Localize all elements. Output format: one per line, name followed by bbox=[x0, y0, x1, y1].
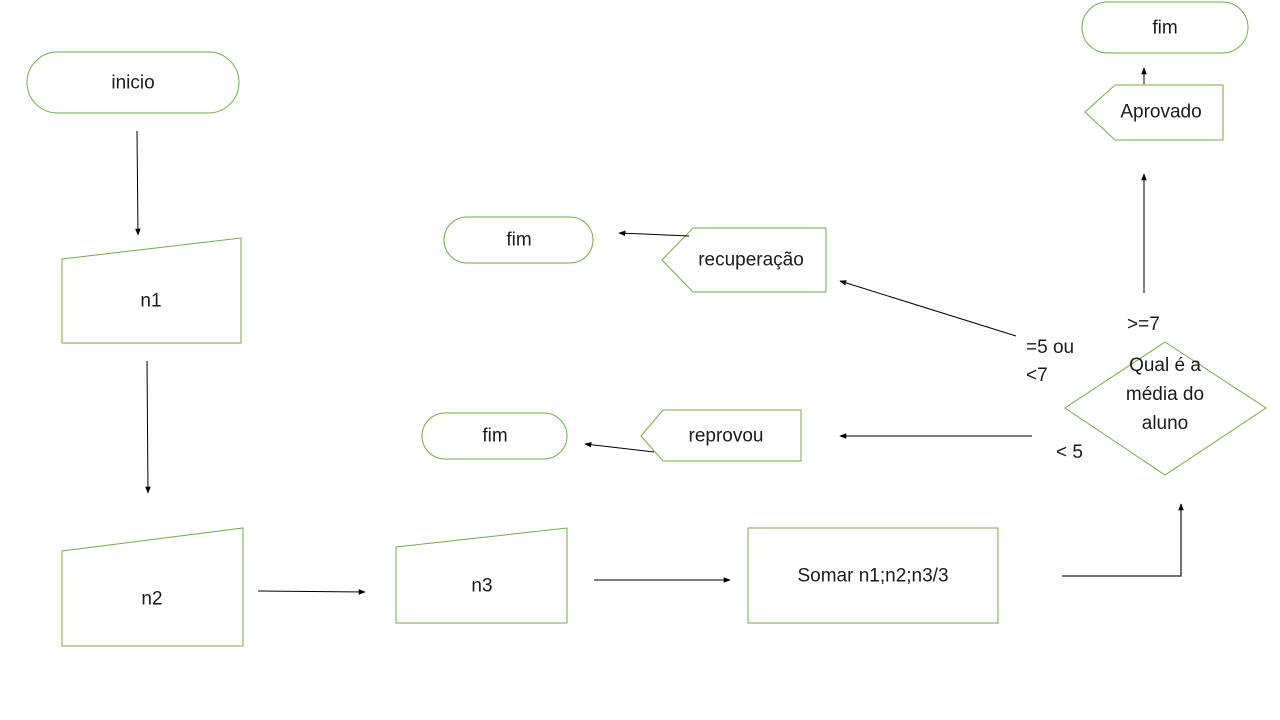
decision-label: Qual é a média do aluno bbox=[1125, 355, 1205, 434]
input-n1-shape bbox=[61, 237, 242, 344]
input-n2-label: n2 bbox=[141, 588, 163, 610]
end-terminal-top bbox=[1081, 1, 1249, 54]
input-n3-shape bbox=[395, 527, 568, 624]
edge-label-approved: >=7 bbox=[1127, 314, 1160, 335]
arrow-somar-to-decision bbox=[1062, 503, 1184, 577]
end-recuperacao-label: fim bbox=[506, 229, 532, 251]
end-reprovou-label: fim bbox=[482, 425, 508, 447]
input-n1-label: n1 bbox=[140, 290, 162, 312]
display-reprovou-label: reprovou bbox=[688, 425, 764, 447]
display-aprovado-shape bbox=[1084, 84, 1224, 141]
process-sum-label: Somar n1;n2;n3/3 bbox=[797, 565, 949, 587]
start-terminal bbox=[26, 51, 240, 114]
process-sum-shape bbox=[747, 527, 999, 624]
arrow-recuperacao-to-fim bbox=[618, 230, 690, 237]
display-reprovou-shape bbox=[640, 409, 802, 462]
start-label: inicio bbox=[111, 72, 155, 94]
arrow-reprovou-to-fim bbox=[584, 441, 655, 453]
arrow-n2-to-n3 bbox=[257, 589, 366, 595]
arrow-n1-to-n2 bbox=[145, 360, 151, 494]
end-top-label: fim bbox=[1152, 17, 1178, 39]
display-aprovado-label: Aprovado bbox=[1120, 101, 1202, 123]
edge-label-recovery: =5 ou <7 bbox=[1026, 337, 1075, 386]
arrow-inicio-to-n1 bbox=[135, 130, 141, 236]
end-terminal-reprovou bbox=[421, 412, 568, 460]
arrow-decision-to-recuperacao bbox=[839, 280, 1017, 337]
input-n3-label: n3 bbox=[471, 575, 493, 597]
input-n2-shape bbox=[61, 527, 244, 647]
edge-label-failed: < 5 bbox=[1056, 442, 1083, 463]
display-recuperacao-shape bbox=[661, 227, 827, 293]
end-terminal-recuperacao bbox=[443, 216, 594, 264]
decision-diamond bbox=[1064, 341, 1267, 476]
display-recuperacao-label: recuperação bbox=[698, 249, 804, 271]
